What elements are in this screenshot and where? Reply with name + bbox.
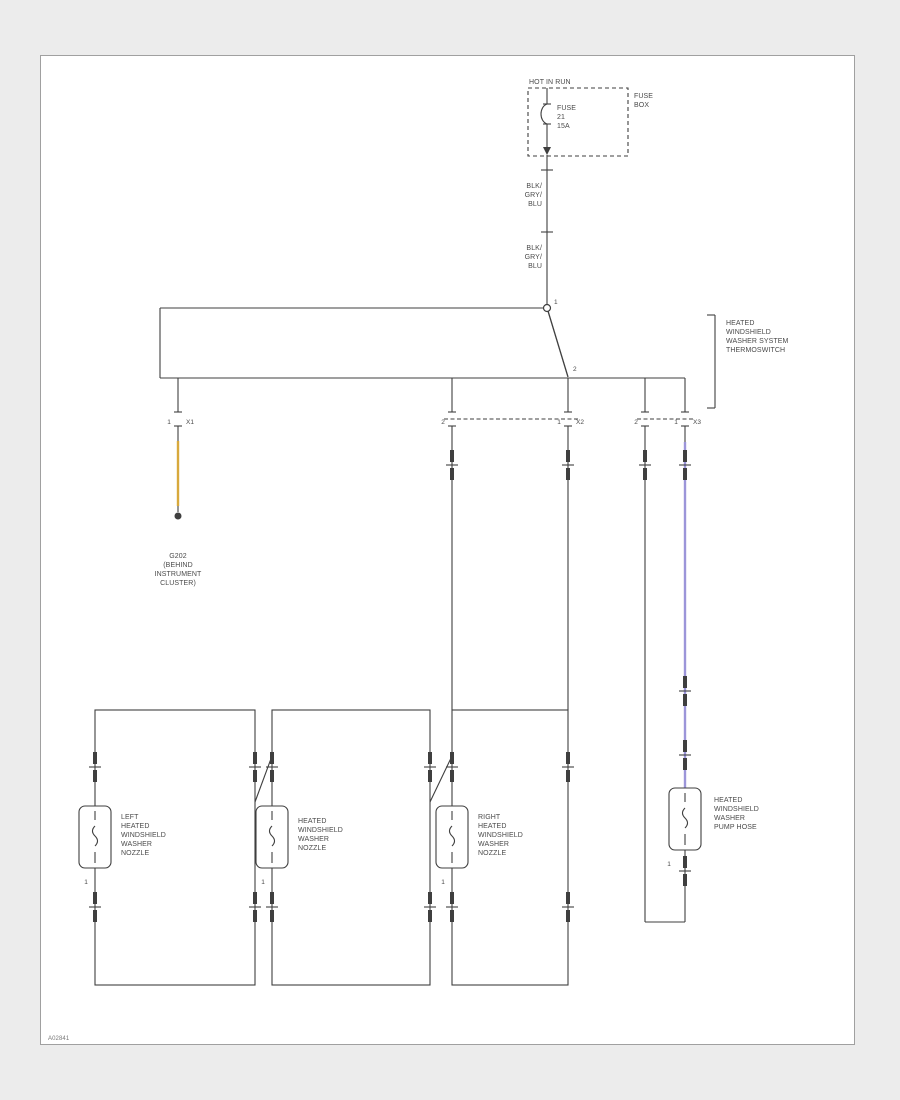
ground-point-icon [174, 512, 182, 520]
hot-in-run-label: HOT IN RUN [529, 79, 571, 86]
label-line: WINDSHIELD [478, 832, 523, 839]
center-nozzle-component [255, 805, 289, 869]
label-line: WASHER [714, 815, 745, 822]
x3-pin-left-label: 2 [634, 419, 638, 426]
wire-color-line: GRY/ [525, 192, 542, 199]
jumper-wire-left [254, 755, 273, 803]
fuse-symbol [540, 88, 551, 155]
pump-hose-component [668, 787, 702, 851]
label-line: WASHER [298, 836, 329, 843]
label-line: HEATED [478, 823, 506, 830]
footer-code: A02841 [48, 1036, 70, 1042]
thermoswitch-label-line1: HEATED [726, 320, 754, 327]
x2-pin-left-label: 2 [441, 419, 445, 426]
label-line: NOZZLE [298, 845, 326, 852]
feed-arrow-icon [543, 147, 551, 155]
label-line: WINDSHIELD [714, 806, 759, 813]
x3-pin-right-label: 1 [674, 419, 678, 426]
right-nozzle-label: RIGHT HEATED WINDSHIELD WASHER NOZZLE [478, 814, 523, 857]
center-nozzle-pin: 1 [261, 879, 265, 886]
thermoswitch-label-line2: WINDSHIELD [726, 329, 771, 336]
label-line: PUMP HOSE [714, 824, 757, 831]
right-nozzle-component [435, 805, 469, 869]
ground-branch: G202 (BEHIND INSTRUMENT CLUSTER) [155, 426, 203, 587]
fuse-box-outline [527, 87, 629, 157]
wire-color-line: BLU [528, 201, 542, 208]
wire-color-line: BLK/ [526, 183, 542, 190]
pump-hose-label: HEATED WINDSHIELD WASHER PUMP HOSE [714, 797, 759, 831]
fuse-label-line1: FUSE [557, 105, 576, 112]
fuse-label-line2: 21 [557, 114, 565, 121]
label-line: HEATED [714, 797, 742, 804]
bus-wiring [159, 307, 686, 412]
ground-label-line2: (BEHIND [163, 562, 192, 569]
label-line: WINDSHIELD [121, 832, 166, 839]
left-nozzle-pin: 1 [84, 879, 88, 886]
wire-color-label-upper: BLK/ GRY/ BLU [525, 183, 542, 208]
center-nozzle-label: HEATED WINDSHIELD WASHER NOZZLE [298, 818, 343, 852]
pump-hose-pin: 1 [667, 861, 671, 868]
ground-label-line3: INSTRUMENT [155, 571, 203, 578]
label-line: LEFT [121, 814, 139, 821]
x2-pin-right-label: 1 [557, 419, 561, 426]
ground-label-line1: G202 [169, 553, 187, 560]
pump-hose-circuit: 1 HEATED WINDSHIELD WASHER PUMP HOSE [444, 426, 759, 923]
fuse-box: HOT IN RUN FUSE BOX FUSE 21 15A [527, 79, 653, 157]
label-line: HEATED [121, 823, 149, 830]
jumper-wire-right [429, 755, 453, 803]
thermoswitch: 1 2 HEATED WINDSHIELD WASHER SYSTEM THER… [542, 299, 789, 409]
label-line: NOZZLE [121, 850, 149, 857]
fuse-box-label-line2: BOX [634, 102, 649, 109]
left-nozzle-component [78, 805, 112, 869]
thermoswitch-label-line3: WASHER SYSTEM [726, 338, 789, 345]
nozzle-circuits: 1 1 1 LEFT HEATED WINDSHIELD WASHER NOZZ… [78, 426, 576, 986]
label-line: HEATED [298, 818, 326, 825]
label-line: WASHER [121, 841, 152, 848]
switch-pin-bottom: 2 [573, 366, 577, 373]
switch-pin-top: 1 [554, 299, 558, 306]
label-line: NOZZLE [478, 850, 506, 857]
page-border [40, 55, 855, 1045]
power-feed-wire [541, 155, 553, 304]
switch-contact [542, 303, 552, 313]
x2-name-label: X2 [576, 419, 584, 426]
label-line: WASHER [478, 841, 509, 848]
left-nozzle-label: LEFT HEATED WINDSHIELD WASHER NOZZLE [121, 814, 166, 857]
wire-color-line: BLK/ [526, 245, 542, 252]
ground-label-line4: CLUSTER) [160, 580, 196, 587]
thermoswitch-label-line4: THERMOSWITCH [726, 347, 785, 354]
fuse-label-line3: 15A [557, 123, 570, 130]
label-line: RIGHT [478, 814, 501, 821]
switch-blade [547, 310, 569, 378]
fuse-box-label-line1: FUSE [634, 93, 653, 100]
x1-pin-label: 1 [167, 419, 171, 426]
x1-name-label: X1 [186, 419, 194, 426]
wire-color-label-lower: BLK/ GRY/ BLU [525, 245, 542, 270]
label-line: WINDSHIELD [298, 827, 343, 834]
wire-color-line: GRY/ [525, 254, 542, 261]
wire-color-line: BLU [528, 263, 542, 270]
right-nozzle-pin: 1 [441, 879, 445, 886]
x3-name-label: X3 [693, 419, 701, 426]
